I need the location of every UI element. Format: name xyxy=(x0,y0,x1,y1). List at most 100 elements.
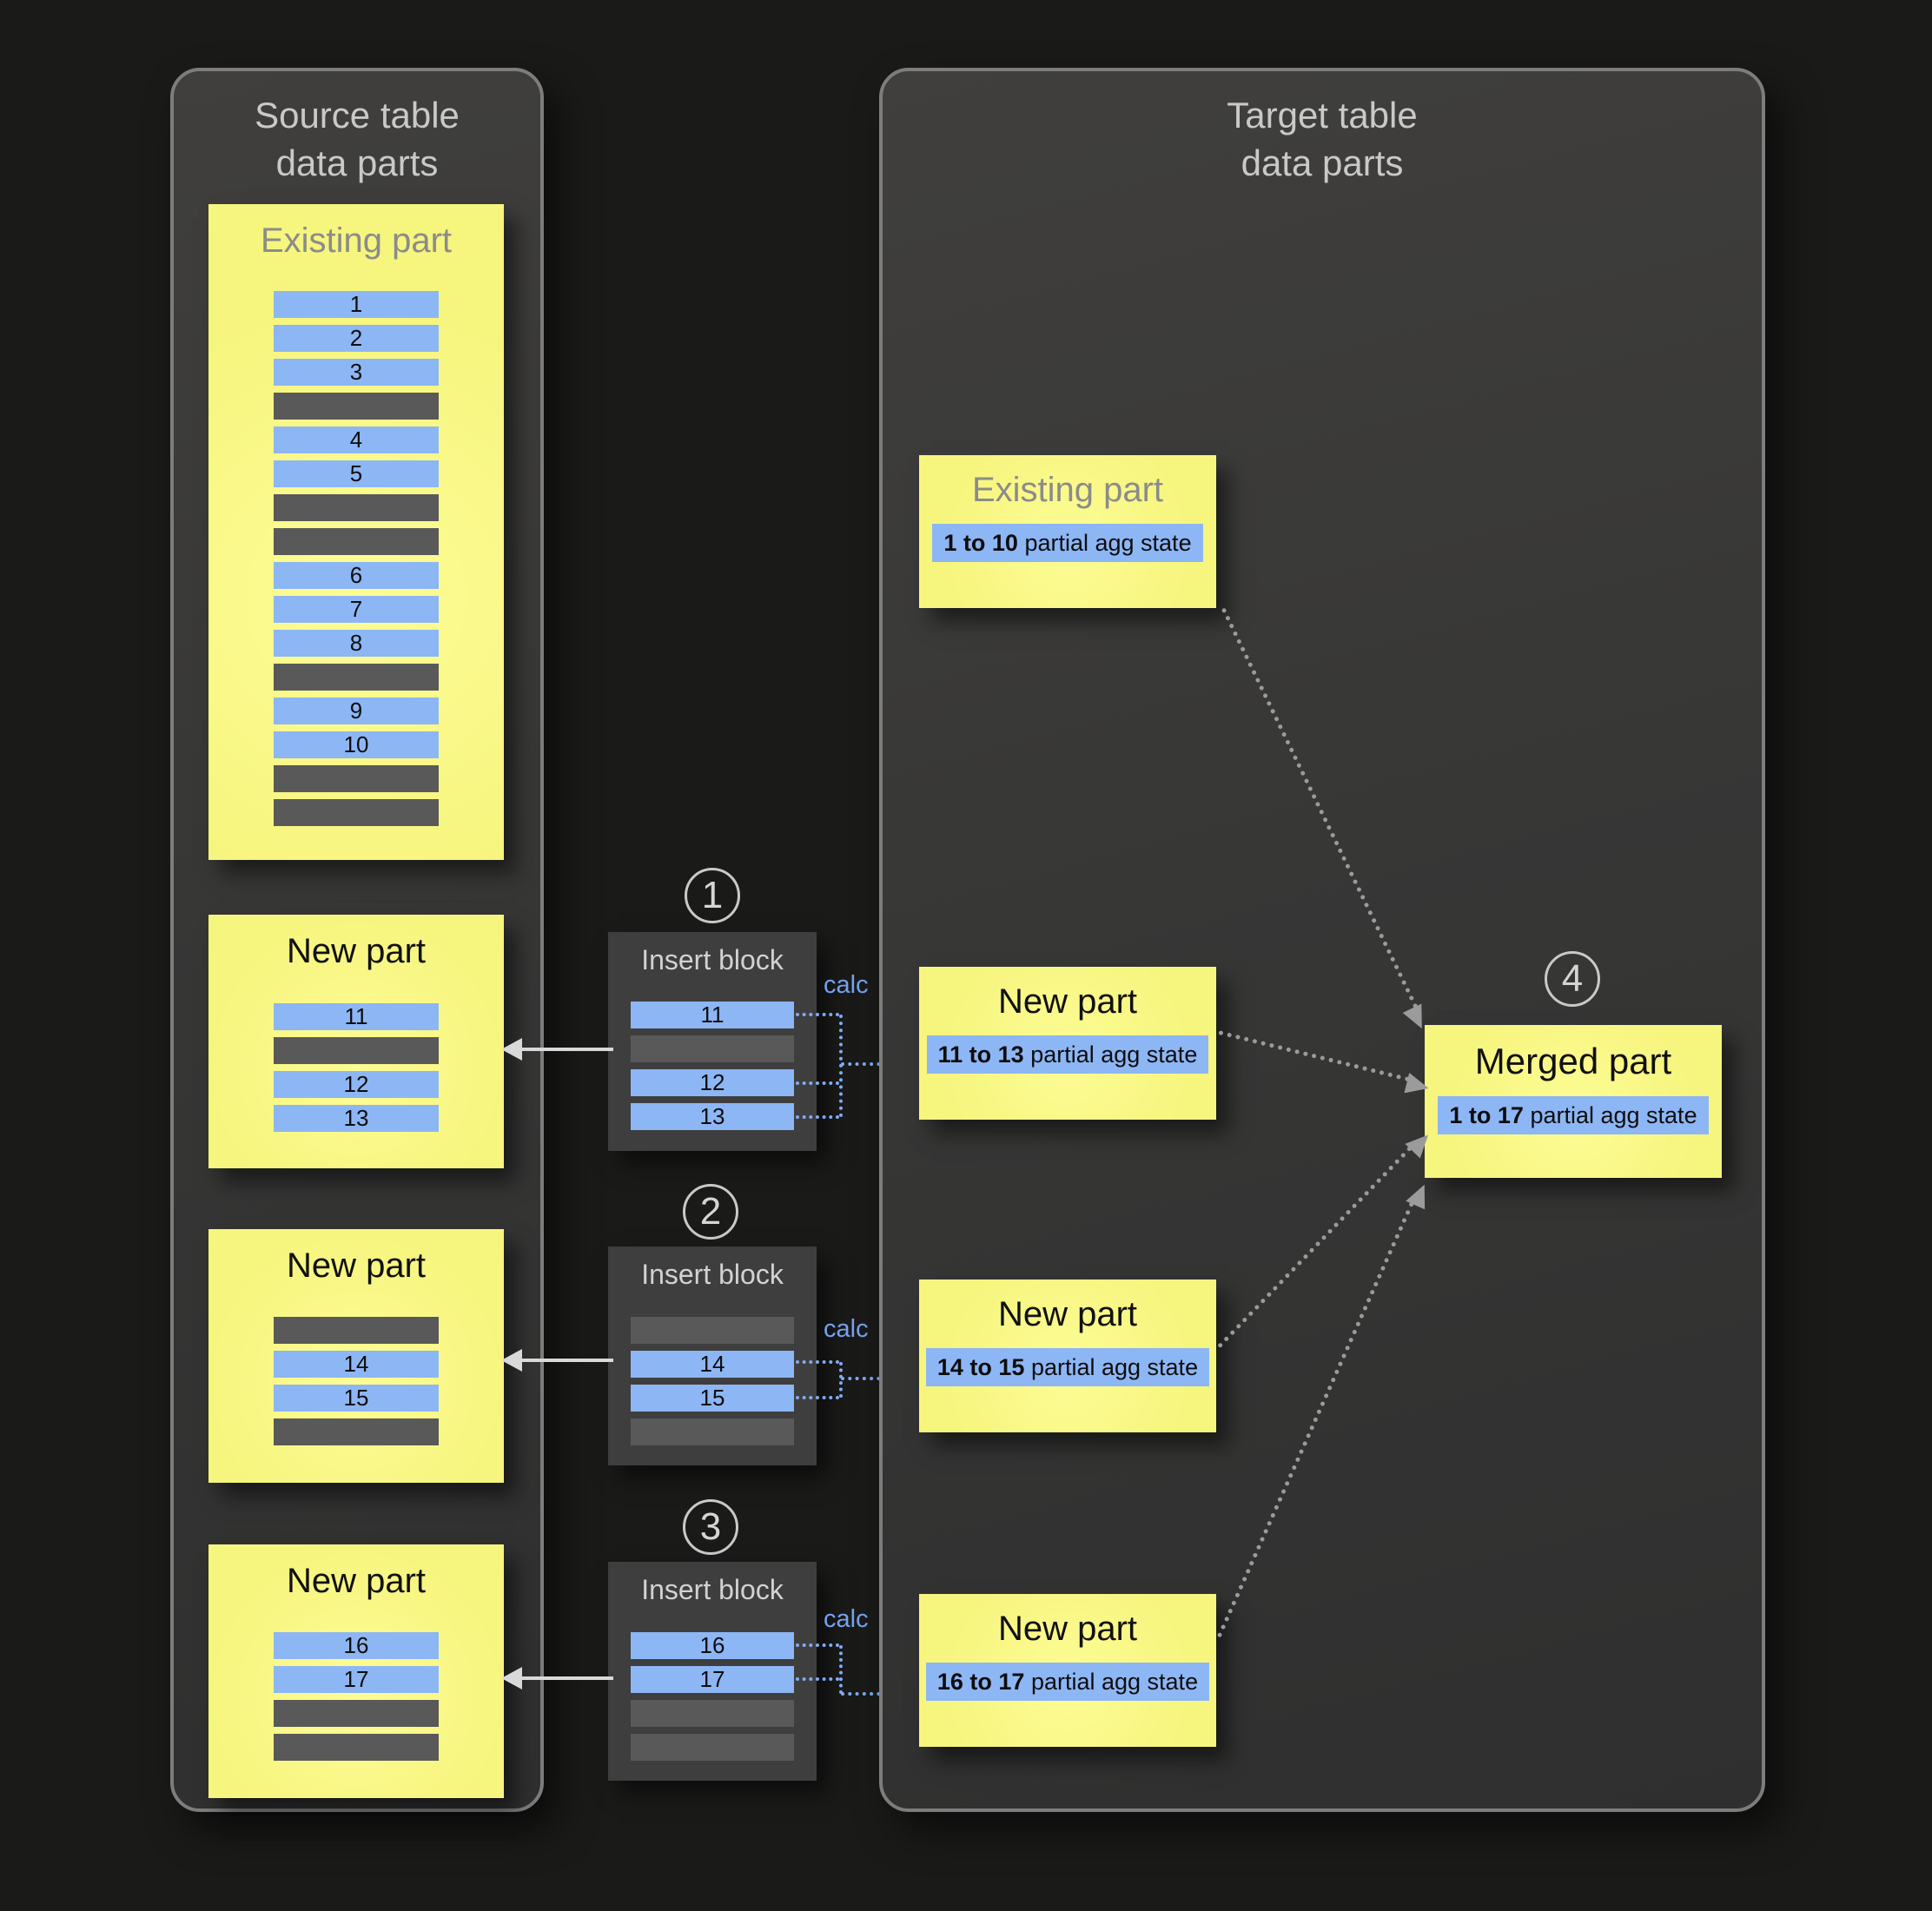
agg-range: 14 to 15 xyxy=(936,1354,1025,1380)
agg-range: 16 to 17 xyxy=(936,1669,1025,1695)
data-row: 14 xyxy=(631,1351,794,1378)
source-new-part-3-title: New part xyxy=(286,1562,427,1600)
agg-state-label: 1 to 10 partial agg state xyxy=(932,524,1203,562)
data-row: 16 xyxy=(631,1632,794,1659)
empty-data-row xyxy=(631,1700,794,1727)
agg-suffix: partial agg state xyxy=(1023,1041,1198,1068)
empty-data-row xyxy=(274,1700,439,1727)
data-row: 10 xyxy=(274,731,439,758)
data-row: 8 xyxy=(274,630,439,657)
insert-block-3: Insert block 16 17 xyxy=(608,1562,817,1781)
calc-label-1: calc xyxy=(824,971,869,999)
data-row: 15 xyxy=(274,1385,439,1412)
data-row: 16 xyxy=(274,1632,439,1659)
insert-block-2: Insert block 14 15 xyxy=(608,1246,817,1465)
agg-suffix: partial agg state xyxy=(1024,1669,1199,1695)
empty-data-row xyxy=(274,393,439,420)
target-existing-part-title: Existing part xyxy=(971,471,1164,509)
calc-connector-3-vertical xyxy=(839,1645,843,1694)
data-row: 2 xyxy=(274,325,439,352)
calc-connector-1-line xyxy=(841,1062,895,1066)
data-row: 14 xyxy=(274,1351,439,1378)
insert-arrow-3-line xyxy=(521,1676,613,1680)
target-new-part-1-title: New part xyxy=(997,982,1138,1021)
agg-range: 1 to 10 xyxy=(943,530,1018,556)
empty-data-row xyxy=(631,1317,794,1344)
empty-data-row xyxy=(274,765,439,792)
target-new-part-2-title: New part xyxy=(997,1295,1138,1333)
source-existing-part: Existing part 1 2 3 4 5 6 7 8 9 10 xyxy=(208,204,504,860)
data-row: 1 xyxy=(274,291,439,318)
calc-connector-1-vertical xyxy=(839,1015,843,1117)
target-existing-part: Existing part 1 to 10 partial agg state xyxy=(919,455,1216,608)
data-row: 9 xyxy=(274,698,439,724)
calc-connector-3-line xyxy=(841,1692,895,1696)
empty-data-row xyxy=(274,799,439,826)
insert-arrow-2-line xyxy=(521,1359,613,1362)
calc-connector-1-stub xyxy=(796,1081,839,1085)
target-new-part-1: New part 11 to 13 partial agg state xyxy=(919,967,1216,1120)
calc-connector-2-stub xyxy=(796,1396,839,1399)
empty-data-row xyxy=(274,1317,439,1344)
source-new-part-2: New part 14 15 xyxy=(208,1229,504,1483)
empty-data-row xyxy=(274,664,439,691)
agg-suffix: partial agg state xyxy=(1017,530,1192,556)
source-new-part-3: New part 16 17 xyxy=(208,1544,504,1798)
empty-data-row xyxy=(631,1035,794,1062)
target-panel-title: Target table data parts xyxy=(1227,95,1418,183)
calc-connector-3-stub xyxy=(796,1643,839,1647)
data-row: 12 xyxy=(274,1071,439,1098)
data-row: 15 xyxy=(631,1385,794,1412)
insert-block-1: Insert block 11 12 13 xyxy=(608,932,817,1151)
agg-suffix: partial agg state xyxy=(1523,1102,1697,1128)
agg-state-label: 1 to 17 partial agg state xyxy=(1438,1096,1709,1134)
data-row: 11 xyxy=(631,1002,794,1028)
data-row: 7 xyxy=(274,596,439,623)
data-row: 4 xyxy=(274,427,439,453)
data-row: 3 xyxy=(274,359,439,386)
step-2-circled-number: 2 xyxy=(683,1184,738,1240)
calc-label-2: calc xyxy=(824,1315,869,1343)
agg-state-label: 11 to 13 partial agg state xyxy=(926,1035,1209,1074)
step-1-circled-number: 1 xyxy=(685,868,740,923)
step-4-circled-number: 4 xyxy=(1545,951,1600,1007)
data-row: 17 xyxy=(274,1666,439,1693)
source-new-part-2-title: New part xyxy=(286,1246,427,1285)
target-panel: Target table data parts xyxy=(879,68,1765,1812)
calc-connector-1-stub xyxy=(796,1013,839,1016)
target-new-part-3: New part 16 to 17 partial agg state xyxy=(919,1594,1216,1747)
merged-part: Merged part 1 to 17 partial agg state xyxy=(1425,1025,1722,1178)
empty-data-row xyxy=(274,528,439,555)
calc-label-3: calc xyxy=(824,1605,869,1633)
insert-block-2-title: Insert block xyxy=(641,1259,784,1290)
data-row: 6 xyxy=(274,562,439,589)
calc-connector-2-stub xyxy=(796,1360,839,1364)
data-row: 17 xyxy=(631,1666,794,1693)
target-new-part-3-title: New part xyxy=(997,1610,1138,1648)
empty-data-row xyxy=(631,1734,794,1761)
insert-block-1-title: Insert block xyxy=(641,944,784,975)
source-existing-part-title: Existing part xyxy=(260,222,453,260)
target-new-part-2: New part 14 to 15 partial agg state xyxy=(919,1280,1216,1432)
data-row: 13 xyxy=(274,1105,439,1132)
step-3-circled-number: 3 xyxy=(683,1499,738,1555)
insert-arrow-2-head xyxy=(501,1349,522,1372)
data-row: 11 xyxy=(274,1003,439,1030)
source-new-part-1: New part 11 12 13 xyxy=(208,915,504,1168)
agg-range: 11 to 13 xyxy=(937,1041,1024,1068)
calc-connector-3-stub xyxy=(796,1677,839,1681)
agg-state-label: 14 to 15 partial agg state xyxy=(925,1348,1210,1386)
agg-state-label: 16 to 17 partial agg state xyxy=(925,1663,1210,1701)
insert-arrow-1-head xyxy=(501,1038,522,1061)
empty-data-row xyxy=(274,494,439,521)
calc-connector-1-stub xyxy=(796,1115,839,1119)
merged-part-title: Merged part xyxy=(1474,1041,1672,1081)
insert-block-3-title: Insert block xyxy=(641,1574,784,1605)
calc-connector-2-line xyxy=(841,1377,895,1380)
data-row: 13 xyxy=(631,1103,794,1130)
data-row: 5 xyxy=(274,460,439,487)
insert-arrow-3-head xyxy=(501,1667,522,1689)
agg-range: 1 to 17 xyxy=(1449,1102,1524,1128)
empty-data-row xyxy=(274,1734,439,1761)
